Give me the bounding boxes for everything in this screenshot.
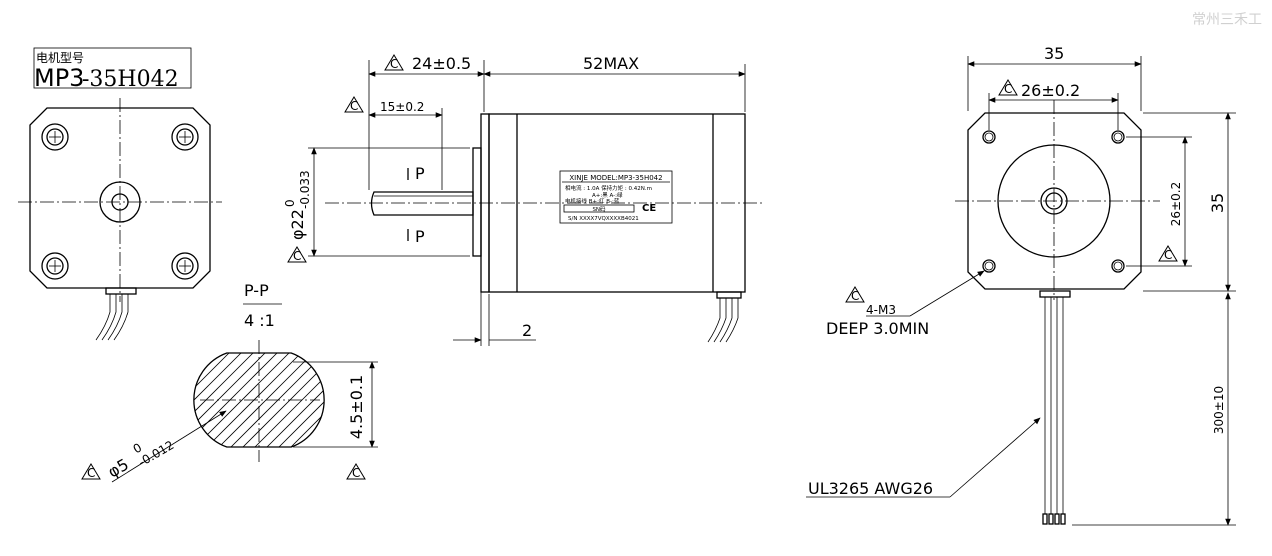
boss-dia-prefix: φ22: [288, 209, 307, 240]
section-marker-top: P: [415, 164, 425, 183]
critical-mark-icon: C: [352, 466, 360, 480]
left-front-view: [18, 98, 222, 341]
critical-mark-icon: C: [1004, 82, 1012, 96]
critical-mark-icon: C: [293, 249, 301, 263]
section-name: P-P: [244, 281, 269, 300]
dim-lead-length: 300±10: [1212, 386, 1226, 434]
flat-dimension: 4.5±0.1: [347, 375, 366, 439]
boss-dia-upper: 0: [283, 199, 297, 207]
critical-mark-icon: C: [1164, 248, 1172, 262]
thread-hole-icon: [1111, 130, 1125, 144]
dim-flange: 2: [522, 321, 532, 340]
section-scale: 4 :1: [244, 311, 275, 330]
nameplate-sn-box: SN码: [592, 205, 606, 213]
dim-hole-spacing-h: 26±0.2: [1021, 81, 1080, 100]
mount-screw-icon: [171, 123, 199, 151]
dim-shaft-length: 24±0.5: [412, 54, 471, 73]
thread-hole-icon: [1111, 259, 1125, 273]
shaft-dia-prefix: φ5: [105, 455, 132, 482]
thread-hole-icon: [982, 259, 996, 273]
thread-spec: 4-M3: [866, 303, 896, 317]
mount-screw-icon: [171, 252, 199, 280]
critical-mark-icon: C: [390, 57, 398, 71]
section-p-p: P-P 4 :1 4.5±0.1: [81, 281, 378, 483]
model-box: 电机型号 MP3 -35H042: [33, 47, 192, 92]
watermark-text: 常州三禾工: [1192, 12, 1262, 28]
right-front-view: 35 C 26±0.2 26±0.2 C 35 C 4-M3 DEEP 3.0M…: [806, 44, 1236, 526]
dim-hole-spacing-v: 26±0.2: [1169, 182, 1183, 226]
model-caption: 电机型号: [36, 51, 84, 65]
mount-screw-icon: [41, 123, 69, 151]
boss-dia-lower: -0.033: [298, 170, 312, 209]
model-prefix: MP3: [34, 64, 84, 92]
shaft-dia-lower: -0.012: [136, 438, 177, 469]
critical-mark-icon: C: [350, 99, 358, 113]
critical-mark-icon: C: [851, 289, 859, 303]
dim-body-length: 52MAX: [583, 54, 639, 73]
thread-depth: DEEP 3.0MIN: [826, 319, 929, 338]
thread-hole-icon: [982, 130, 996, 144]
section-marker-bottom: P: [415, 227, 425, 246]
side-view: P P C 24±0.5 52MAX C 15±0.2 φ22 0 -0.033…: [283, 54, 765, 346]
nameplate-spec-1: 相电流 : 1.0A 保持力矩 : 0.42N.m: [565, 184, 652, 192]
model-suffix: -35H042: [82, 67, 179, 92]
nameplate-spec-3: 电机接线 B+:红 B-:蓝: [565, 197, 620, 205]
dim-width: 35: [1044, 44, 1064, 63]
nameplate-sn-line: S/N XXXX7VQXXXXB4021: [568, 216, 639, 222]
nameplate-label: XINJE MODEL:MP3-35H042 相电流 : 1.0A 保持力矩 :…: [559, 170, 673, 224]
nameplate-spec-2: A+:黑 A-:绿: [592, 191, 623, 199]
dim-flat-length: 15±0.2: [380, 100, 424, 114]
dim-height: 35: [1208, 193, 1227, 213]
ce-mark-icon: CE: [642, 203, 656, 214]
critical-mark-icon: C: [87, 466, 95, 480]
cable-spec: UL3265 AWG26: [808, 479, 933, 498]
nameplate-model: XINJE MODEL:MP3-35H042: [569, 174, 662, 182]
mount-screw-icon: [41, 252, 69, 280]
